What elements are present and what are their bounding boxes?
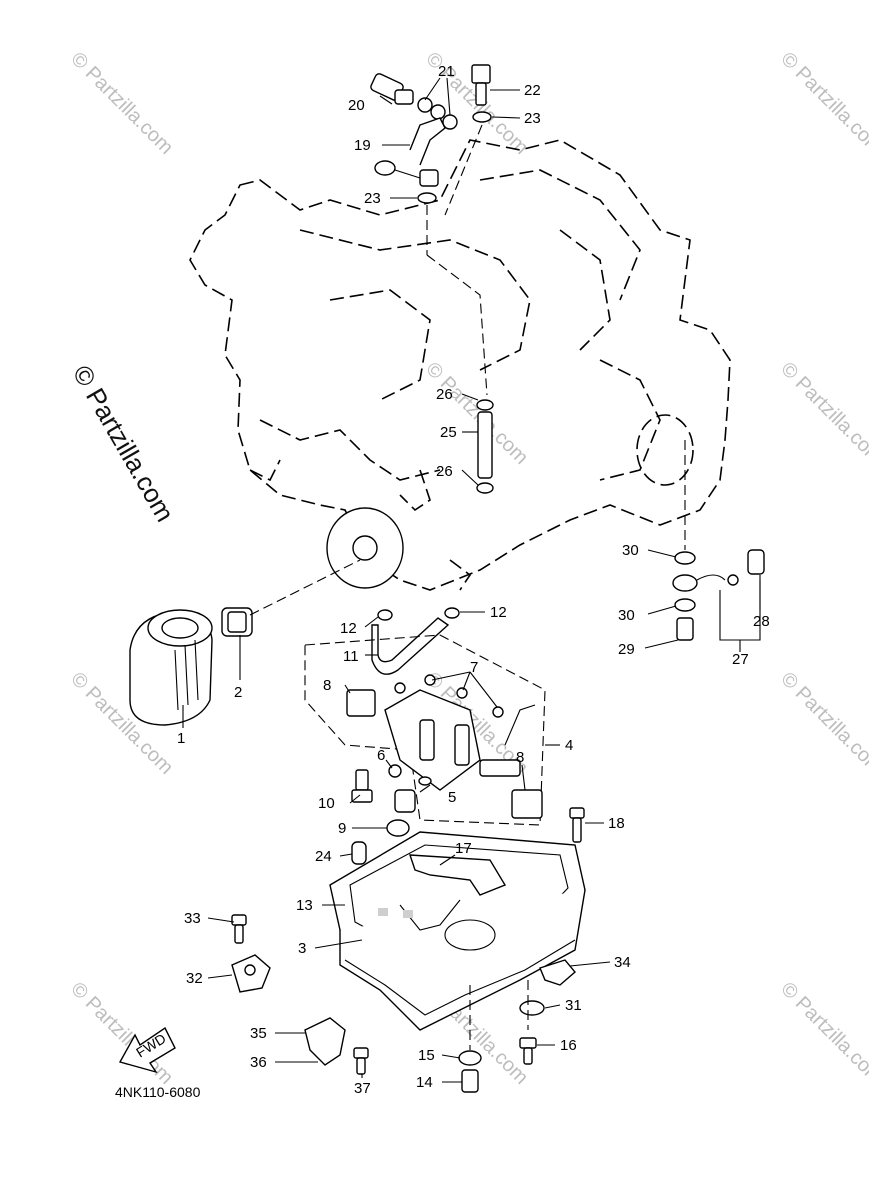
callout-12a: 12 — [340, 620, 357, 637]
callout-34: 34 — [614, 954, 631, 971]
callout-37: 37 — [354, 1080, 371, 1097]
engine-outline — [189, 139, 731, 591]
watermark: © Partzilla.com — [776, 978, 869, 1089]
watermark-large: © Partzilla.com — [67, 360, 181, 527]
watermark: © Partzilla.com — [66, 48, 177, 159]
callout-12b: 12 — [490, 604, 507, 621]
right-oil-line — [672, 440, 765, 641]
lower-fasteners — [231, 807, 585, 1093]
callout-4: 4 — [565, 737, 573, 754]
callout-21: 21 — [438, 63, 455, 80]
callout-1: 1 — [177, 730, 185, 747]
diagram-code: 4NK110-6080 — [115, 1084, 201, 1100]
callout-7: 7 — [470, 659, 478, 676]
callout-16: 16 — [560, 1037, 577, 1054]
strainer-assembly — [304, 634, 546, 837]
callout-27: 27 — [732, 651, 749, 668]
leader-lines — [182, 77, 761, 1083]
callout-36: 36 — [250, 1054, 267, 1071]
callout-6: 6 — [377, 747, 385, 764]
callouts: 1 2 3 4 5 6 7 8 8 9 10 11 12 12 13 14 15… — [177, 63, 770, 1097]
filter-mount — [326, 507, 404, 589]
callout-25: 25 — [440, 424, 457, 441]
callout-3: 3 — [298, 940, 306, 957]
watermark: © Partzilla.com — [776, 48, 869, 159]
watermark: © Partzilla.com — [776, 668, 869, 779]
callout-30b: 30 — [618, 607, 635, 624]
callout-19: 19 — [354, 137, 371, 154]
callout-8b: 8 — [516, 749, 524, 766]
callout-32: 32 — [186, 970, 203, 987]
callout-2: 2 — [234, 684, 242, 701]
callout-5: 5 — [448, 789, 456, 806]
callout-20: 20 — [348, 97, 365, 114]
oil-filter — [129, 609, 213, 726]
forward-arrow-icon: FWD — [118, 1026, 176, 1074]
callout-29: 29 — [618, 641, 635, 658]
oil-hose — [371, 607, 460, 675]
callout-18: 18 — [608, 815, 625, 832]
callout-33: 33 — [184, 910, 201, 927]
callout-30a: 30 — [622, 542, 639, 559]
callout-15: 15 — [418, 1047, 435, 1064]
oil-pan — [329, 831, 586, 1031]
callout-17: 17 — [455, 840, 472, 857]
callout-11: 11 — [343, 648, 359, 665]
callout-10: 10 — [318, 795, 335, 812]
callout-31: 31 — [565, 997, 582, 1014]
callout-35: 35 — [250, 1025, 267, 1042]
callout-13: 13 — [296, 897, 313, 914]
upper-oil-line — [370, 64, 492, 396]
callout-9: 9 — [338, 820, 346, 837]
callout-14: 14 — [416, 1074, 433, 1091]
callout-26a: 26 — [436, 386, 453, 403]
watermark: © Partzilla.com — [776, 358, 869, 469]
callout-26b: 26 — [436, 463, 453, 480]
callout-28: 28 — [753, 613, 770, 630]
callout-24: 24 — [315, 848, 332, 865]
callout-8a: 8 — [323, 677, 331, 694]
callout-23a: 23 — [524, 110, 541, 127]
callout-22: 22 — [524, 82, 541, 99]
filter-fitting — [221, 559, 361, 637]
watermark: © Partzilla.com — [421, 358, 532, 469]
oil-pipe — [476, 399, 494, 494]
callout-23b: 23 — [364, 190, 381, 207]
